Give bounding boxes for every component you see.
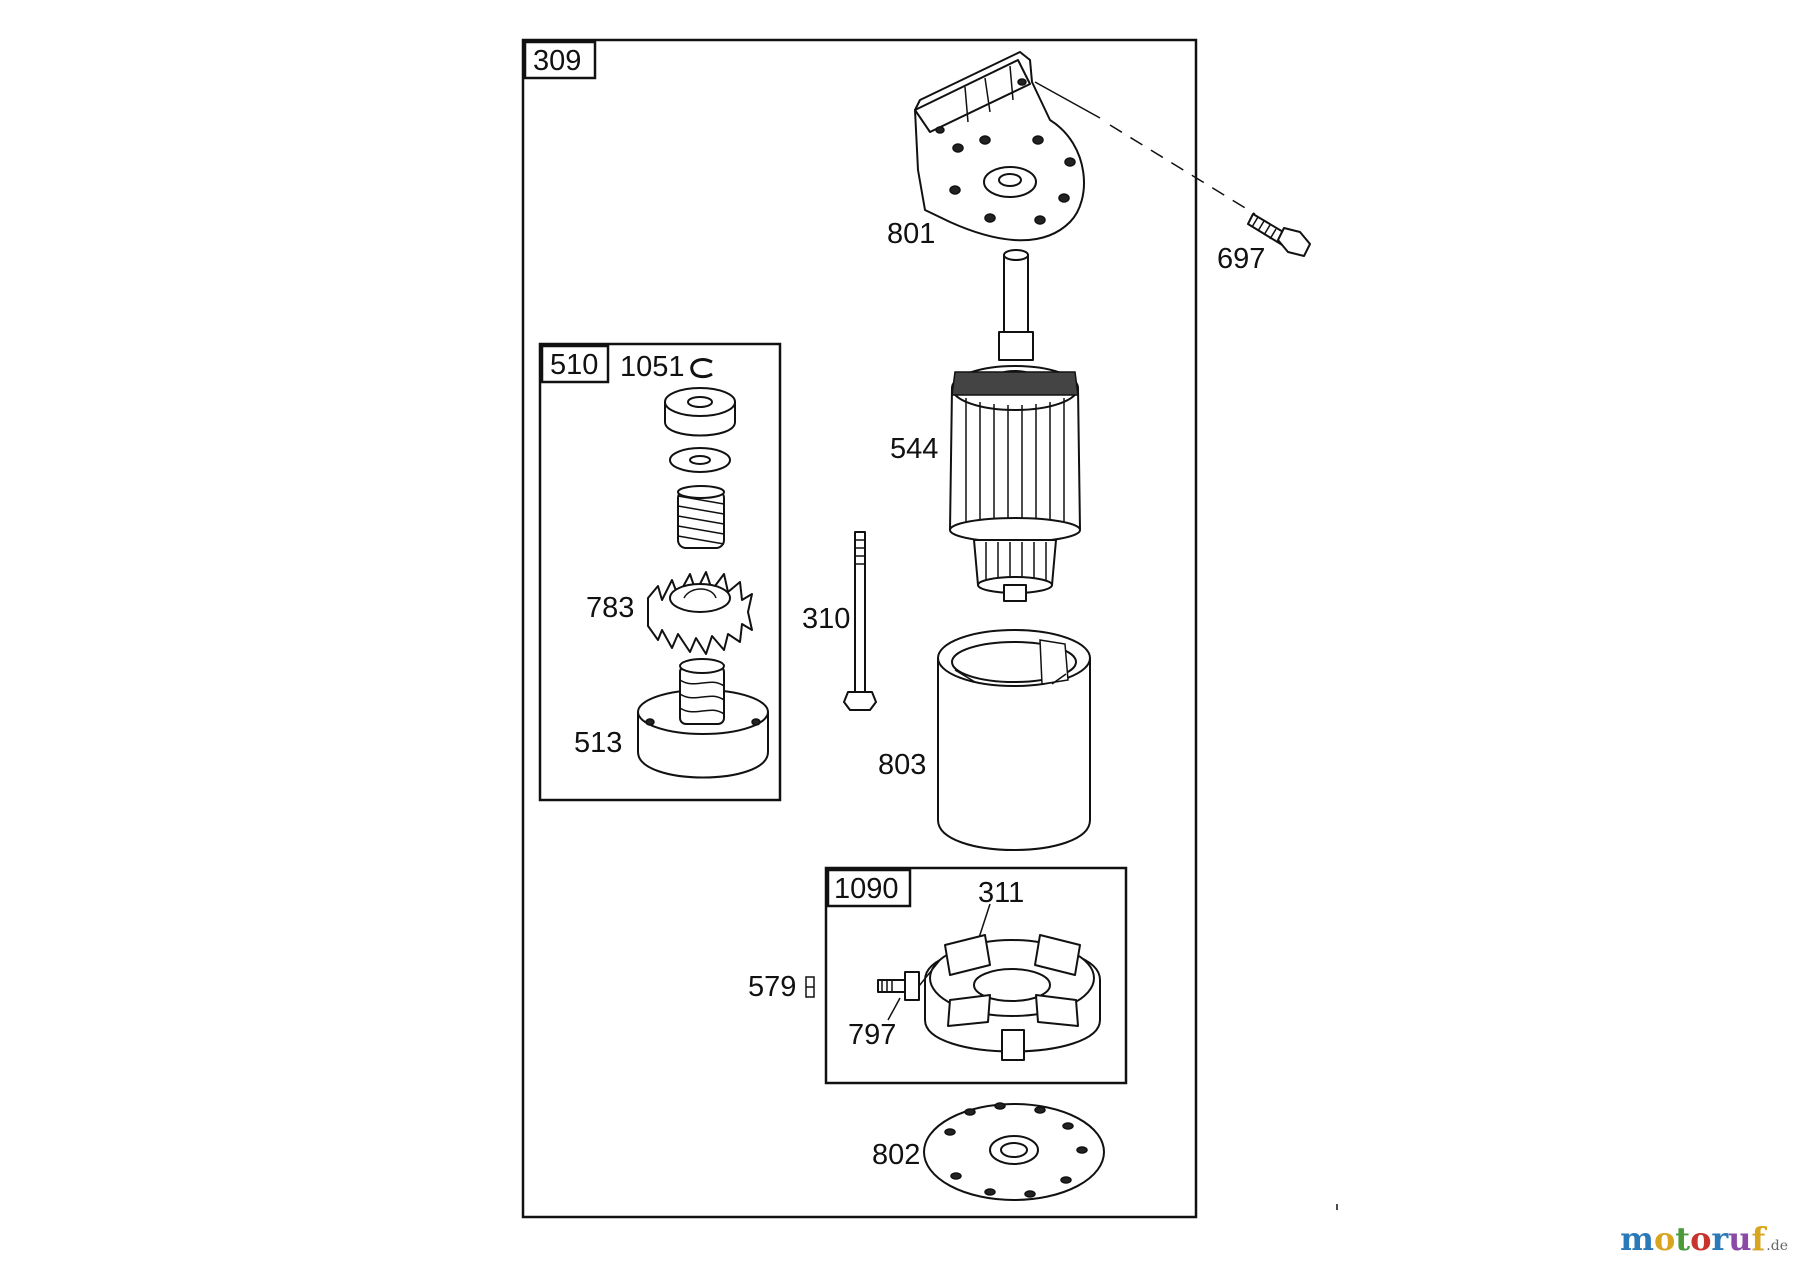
part-310-through-bolt xyxy=(843,531,877,711)
part-783-pinion-gear xyxy=(647,571,753,655)
leader-697-dash xyxy=(1109,124,1256,215)
part-label-544: 544 xyxy=(890,433,938,465)
watermark-logo: motoruf.de xyxy=(1620,1220,1788,1258)
watermark-tld: .de xyxy=(1766,1238,1788,1254)
part-label-579: 579 xyxy=(748,971,796,1003)
leader-697 xyxy=(1034,81,1101,119)
part-label-803: 803 xyxy=(878,749,926,781)
label-579-mark xyxy=(805,976,815,998)
part-513-drive-helix xyxy=(637,658,769,779)
part-697-bolt xyxy=(1247,213,1311,257)
watermark-letter: u xyxy=(1728,1220,1752,1258)
leader-797 xyxy=(887,997,901,1021)
part-311-brush-holder xyxy=(924,934,1101,1061)
group-tag-1090 xyxy=(826,868,912,908)
watermark-letter: o xyxy=(1690,1220,1712,1258)
group-label-510: 510 xyxy=(550,349,598,381)
group-tag-309 xyxy=(523,40,597,80)
group-label-1090: 1090 xyxy=(834,873,899,905)
group-tag-510 xyxy=(540,344,610,384)
part-1051-retaining-ring xyxy=(690,358,713,379)
group-box-1090 xyxy=(824,866,1128,1085)
part-803-housing xyxy=(937,629,1091,851)
group-box-510 xyxy=(538,342,782,802)
watermark-letter: r xyxy=(1711,1220,1729,1258)
group-box-309 xyxy=(521,38,1198,1219)
part-797-terminal xyxy=(877,959,941,1001)
watermark-letter: m xyxy=(1620,1220,1654,1258)
stop-nut xyxy=(664,387,736,437)
watermark-letter: t xyxy=(1675,1220,1691,1258)
watermark-letter: o xyxy=(1653,1220,1676,1258)
washer xyxy=(669,447,731,473)
part-label-310: 310 xyxy=(802,603,850,635)
part-label-697: 697 xyxy=(1217,243,1265,275)
part-802-end-plate xyxy=(923,1102,1105,1201)
part-label-1051: 1051 xyxy=(620,351,685,383)
part-801-bracket xyxy=(914,51,1085,242)
part-label-802: 802 xyxy=(872,1139,920,1171)
watermark-letter: f xyxy=(1751,1220,1766,1258)
anti-drift-spring xyxy=(677,485,725,549)
part-label-513: 513 xyxy=(574,727,622,759)
part-label-311: 311 xyxy=(978,877,1024,909)
part-label-783: 783 xyxy=(586,592,634,624)
group-label-309: 309 xyxy=(533,45,581,77)
part-label-801: 801 xyxy=(887,218,935,250)
part-544-armature xyxy=(949,249,1081,602)
part-label-797: 797 xyxy=(848,1019,896,1051)
